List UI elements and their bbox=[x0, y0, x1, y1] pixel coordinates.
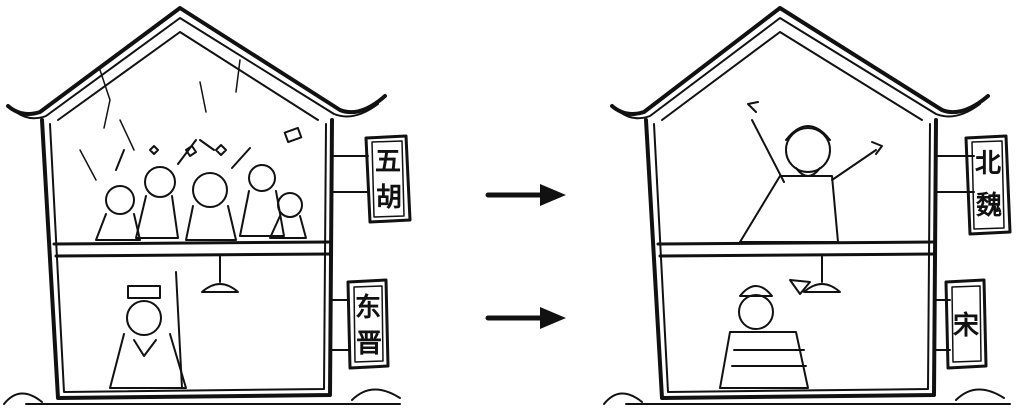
floor-divider-left bbox=[52, 240, 332, 258]
emperor-figure-sketch bbox=[109, 271, 187, 389]
roof-left bbox=[6, 6, 387, 116]
crowd-figures-sketch bbox=[95, 126, 307, 241]
sign-upper-left-char-1: 五 bbox=[375, 147, 401, 177]
sign-upper-right-char-2: 魏 bbox=[975, 191, 1002, 221]
sign-lower-right bbox=[944, 278, 988, 370]
sign-upper-right bbox=[964, 134, 1012, 236]
house-body-right bbox=[644, 118, 938, 400]
sign-upper-right-char-1: 北 bbox=[975, 149, 1001, 179]
house-before bbox=[3, 6, 401, 405]
house-body-left bbox=[40, 118, 334, 400]
chieftain-figure-sketch bbox=[739, 101, 883, 243]
sign-upper-left-char-2: 胡 bbox=[376, 183, 402, 213]
sign-lower-left-char-2: 晋 bbox=[356, 329, 382, 359]
right-arrow-icon bbox=[540, 307, 566, 329]
sign-lower-left bbox=[346, 278, 390, 370]
general-figure-sketch bbox=[719, 279, 811, 389]
sign-lower-right-char-1: 宋 bbox=[953, 311, 979, 341]
sign-lower-left-char-1: 东 bbox=[355, 292, 381, 323]
right-arrow-icon bbox=[540, 184, 566, 206]
roof-right bbox=[610, 6, 990, 116]
sign-upper-left bbox=[364, 134, 412, 224]
floor-divider-right bbox=[656, 240, 936, 258]
house-after bbox=[603, 6, 1011, 405]
